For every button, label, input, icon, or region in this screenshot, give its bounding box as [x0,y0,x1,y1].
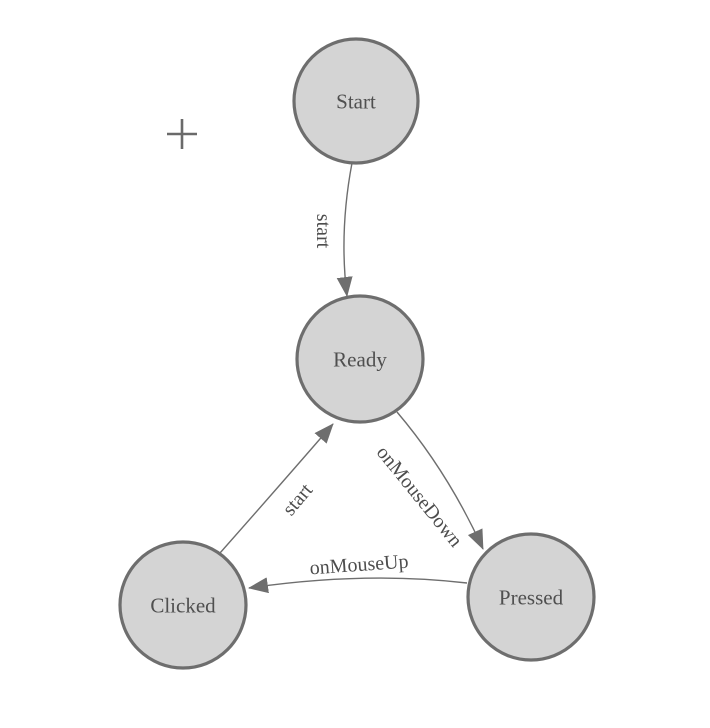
edge-label-ready-to-pressed: onMouseDown [372,442,467,552]
node-start-circle[interactable] [292,37,420,165]
node-pressed-circle[interactable] [466,532,596,662]
plus-crosshair-icon [167,119,197,149]
node-clicked-circle[interactable] [118,540,248,670]
node-clicked-label: Clicked [150,593,216,617]
node-ready-label: Ready [333,347,387,371]
edge-clicked-to-ready[interactable]: start [219,423,334,554]
edge-line[interactable] [396,411,484,550]
node-ready[interactable]: Ready [295,294,425,424]
edge-start-to-ready[interactable]: start [312,162,353,297]
edge-ready-to-pressed[interactable]: onMouseDown [372,411,484,552]
node-start[interactable]: Start [292,37,420,165]
node-ready-circle[interactable] [295,294,425,424]
edge-label-pressed-to-clicked: onMouseUp [309,551,409,580]
node-pressed-label: Pressed [499,585,564,609]
node-start-label: Start [336,89,376,113]
node-clicked[interactable]: Clicked [118,540,248,670]
edge-line[interactable] [219,423,334,554]
edge-label-start-to-ready: start [312,214,334,249]
edge-line[interactable] [336,162,353,297]
node-pressed[interactable]: Pressed [466,532,596,662]
edge-label-clicked-to-ready: start [278,479,317,520]
edge-pressed-to-clicked[interactable]: onMouseUp [248,551,468,594]
edge-line[interactable] [248,577,468,594]
